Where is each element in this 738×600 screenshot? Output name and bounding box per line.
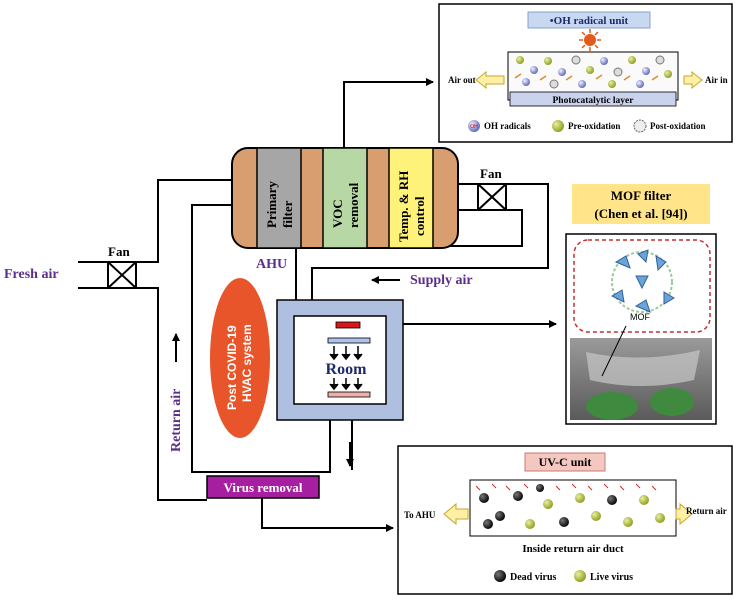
virus-removal-label: Virus removal [223,480,302,495]
oh-badge: OH [470,124,478,130]
air-out-label: Air out [448,75,476,85]
photocatalytic-layer-label: Photocatalytic layer [553,96,635,106]
primary-filter-line1: Primary [264,181,279,228]
oh-legend: OH OH radicals Pre-oxidation Post-oxidat… [468,119,706,133]
supply-air-label: Supply air [410,273,473,288]
fan-right-icon [477,183,507,211]
mof-structure-icon [610,249,675,313]
oh-radical-panel: •OH radical unit Photocatalytic layer Ai… [438,3,733,143]
voc-removal-line2: removal [346,182,361,228]
oh-radical-icon [468,120,480,132]
temp-rh-line1: Temp. & RH [396,171,411,242]
oh-legend-text-2: Post-oxidation [650,121,706,131]
return-air-arrow-icon [675,502,693,526]
oh-legend-text-1: Pre-oxidation [568,121,620,131]
fan-left-label: Fan [108,244,130,259]
fan-left-icon [107,261,137,289]
uvc-legend-text-1: Live virus [590,572,633,583]
live-virus-icon [574,570,586,582]
oh-unit-title: •OH radical unit [550,15,629,27]
fan-right-label: Fan [480,166,502,181]
mof-photo-label: MOF [630,312,650,322]
room-label: Room [326,361,368,378]
to-ahu-label: To AHU [404,510,436,520]
air-out-arrow-icon [475,70,505,90]
ahu-unit: Primary filter VOC removal Temp. & RH co… [231,147,459,249]
to-ahu-arrow-icon [443,502,469,526]
post-oxidation-icon [633,119,647,133]
mof-title-line1: MOF filter [611,188,672,203]
uvc-title: UV-C unit [539,455,592,469]
hvac-line2: HVAC system [240,324,254,402]
ahu-label: AHU [256,257,287,272]
hvac-line1: Post COVID-19 [225,325,239,410]
mof-title-line2: (Chen et al. [94]) [594,206,687,221]
temp-rh-line2: control [412,196,427,236]
virus-removal-box: Virus removal [206,475,320,499]
uvc-panel: UV-C unit To AHU Return air Inside retur… [397,445,733,595]
dead-virus-icon [494,570,506,582]
room: Room [276,299,404,421]
hvac-system-badge: Post COVID-19 HVAC system [210,278,270,438]
return-air-label: Return air [169,389,184,452]
fresh-air-label: Fresh air [4,267,59,282]
oh-legend-text-0: OH radicals [484,121,531,131]
uvc-particles [475,483,665,529]
primary-filter-line2: filter [280,200,295,228]
oh-particles [514,55,672,89]
sun-icon [579,29,601,51]
voc-removal-line1: VOC [330,199,345,228]
mof-panel: MOF filter (Chen et al. [94]) MOF [565,184,717,425]
air-in-label: Air in [705,75,728,85]
ducts [78,78,557,532]
uvc-return-air-label: Return air [686,506,727,516]
duct-label: Inside return air duct [522,543,624,555]
pre-oxidation-icon [552,120,564,132]
air-in-arrow-icon [683,70,703,90]
uvc-legend-text-0: Dead virus [510,572,557,583]
